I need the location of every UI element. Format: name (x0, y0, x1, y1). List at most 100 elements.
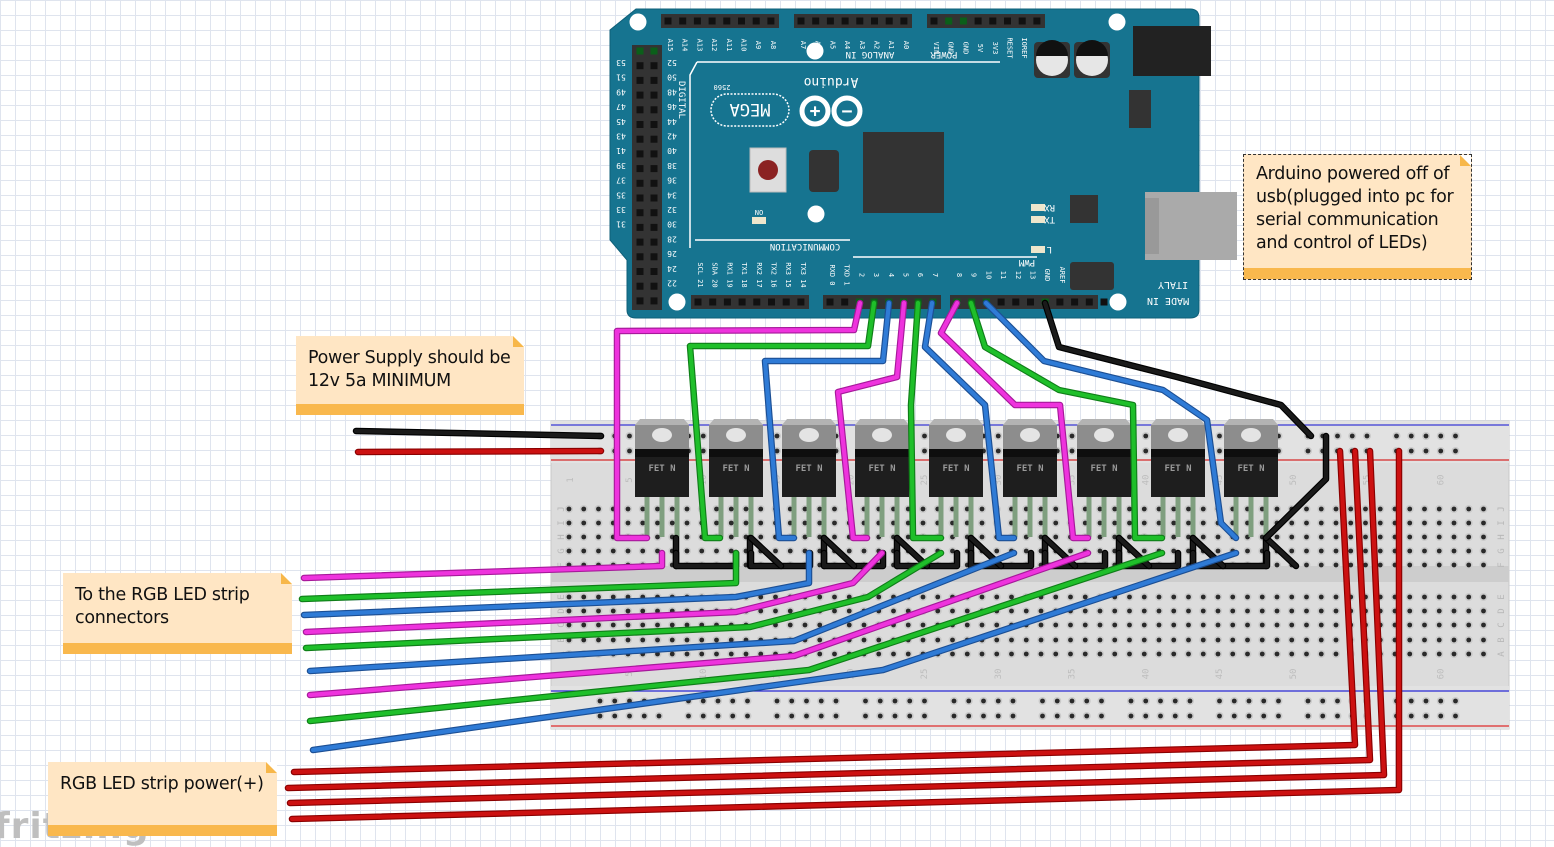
breadboard-hole[interactable] (730, 713, 736, 719)
breadboard-hole[interactable] (877, 713, 883, 719)
reset-button-cap[interactable] (758, 160, 778, 180)
breadboard-hole[interactable] (1215, 594, 1221, 600)
breadboard-hole[interactable] (655, 651, 660, 657)
breadboard-hole[interactable] (1438, 433, 1444, 439)
breadboard-hole[interactable] (818, 698, 824, 704)
breadboard-hole[interactable] (905, 520, 911, 526)
breadboard-hole[interactable] (1408, 713, 1414, 719)
breadboard-hole[interactable] (1304, 637, 1309, 643)
breadboard-hole[interactable] (1348, 520, 1354, 526)
breadboard-hole[interactable] (1436, 608, 1442, 614)
breadboard-hole[interactable] (640, 608, 646, 614)
breadboard-hole[interactable] (1304, 651, 1309, 657)
breadboard-hole[interactable] (1436, 594, 1442, 600)
breadboard-hole[interactable] (1099, 713, 1104, 719)
breadboard-hole[interactable] (935, 608, 941, 614)
breadboard-hole[interactable] (1407, 562, 1413, 568)
breadboard-hole[interactable] (1143, 713, 1149, 719)
breadboard-hole[interactable] (640, 506, 646, 512)
breadboard-hole[interactable] (1453, 448, 1458, 454)
breadboard-hole[interactable] (1230, 637, 1236, 643)
mosfet[interactable]: FET N (929, 419, 983, 537)
breadboard-hole[interactable] (1112, 608, 1118, 614)
breadboard-hole[interactable] (1053, 651, 1059, 657)
breadboard-hole[interactable] (979, 534, 985, 540)
breadboard-hole[interactable] (1422, 637, 1427, 643)
breadboard-hole[interactable] (1141, 594, 1147, 600)
breadboard-hole[interactable] (905, 534, 911, 540)
breadboard-hole[interactable] (1009, 651, 1014, 657)
breadboard-hole[interactable] (964, 651, 970, 657)
breadboard-hole[interactable] (1304, 608, 1309, 614)
breadboard-hole[interactable] (950, 548, 955, 554)
breadboard-hole[interactable] (1377, 548, 1383, 554)
strip-wire-8[interactable] (307, 550, 1165, 724)
breadboard-hole[interactable] (1274, 562, 1280, 568)
breadboard-hole[interactable] (920, 520, 926, 526)
breadboard-hole[interactable] (1097, 548, 1103, 554)
header-pin[interactable] (650, 209, 658, 217)
breadboard-hole[interactable] (1097, 637, 1103, 643)
breadboard-hole[interactable] (1171, 520, 1177, 526)
breadboard-hole[interactable] (832, 594, 837, 600)
breadboard-hole[interactable] (699, 548, 705, 554)
breadboard-hole[interactable] (581, 506, 587, 512)
header-pin[interactable] (636, 209, 644, 217)
breadboard-hole[interactable] (655, 622, 660, 628)
breadboard-hole[interactable] (596, 594, 601, 600)
breadboard-hole[interactable] (1097, 534, 1103, 540)
breadboard-hole[interactable] (1112, 520, 1118, 526)
breadboard-hole[interactable] (1438, 448, 1444, 454)
breadboard-hole[interactable] (846, 608, 852, 614)
breadboard-hole[interactable] (922, 448, 927, 454)
breadboard-hole[interactable] (1436, 548, 1442, 554)
breadboard-hole[interactable] (625, 520, 631, 526)
breadboard-hole[interactable] (1436, 520, 1442, 526)
breadboard-hole[interactable] (1318, 534, 1324, 540)
header-pin[interactable] (1033, 17, 1041, 25)
breadboard-hole[interactable] (1466, 506, 1472, 512)
header-pin[interactable] (650, 165, 658, 173)
breadboard-hole[interactable] (1127, 637, 1132, 643)
header-pin[interactable] (650, 150, 658, 158)
gate-wire-pin10[interactable] (983, 300, 1239, 541)
breadboard-hole[interactable] (817, 506, 823, 512)
breadboard-hole[interactable] (1364, 433, 1370, 439)
strip-power-wire-3[interactable] (287, 448, 1387, 806)
power-supply-ground-wire[interactable] (353, 428, 604, 439)
breadboard-hole[interactable] (1423, 713, 1429, 719)
breadboard-hole[interactable] (1040, 713, 1045, 719)
breadboard-hole[interactable] (1363, 534, 1368, 540)
breadboard-hole[interactable] (1171, 651, 1177, 657)
header-pin[interactable] (708, 17, 716, 25)
breadboard-hole[interactable] (1333, 651, 1339, 657)
breadboard-hole[interactable] (773, 608, 778, 614)
breadboard-hole[interactable] (684, 506, 690, 512)
arduino-ground-wire[interactable] (1042, 300, 1314, 439)
breadboard-hole[interactable] (1438, 713, 1444, 719)
breadboard-hole[interactable] (1084, 713, 1090, 719)
breadboard-hole[interactable] (684, 637, 690, 643)
breadboard-hole[interactable] (966, 698, 972, 704)
breadboard-hole[interactable] (1436, 637, 1442, 643)
breadboard-hole[interactable] (1245, 608, 1250, 614)
breadboard-hole[interactable] (1259, 520, 1265, 526)
breadboard-hole[interactable] (1141, 548, 1147, 554)
breadboard-hole[interactable] (1084, 698, 1090, 704)
breadboard-hole[interactable] (1069, 713, 1075, 719)
breadboard-hole[interactable] (1069, 448, 1075, 454)
breadboard-hole[interactable] (1068, 651, 1073, 657)
breadboard-hole[interactable] (1143, 698, 1149, 704)
breadboard-hole[interactable] (1349, 433, 1355, 439)
breadboard-hole[interactable] (1186, 548, 1191, 554)
breadboard-hole[interactable] (1112, 637, 1118, 643)
breadboard-hole[interactable] (1407, 594, 1413, 600)
breadboard-hole[interactable] (640, 520, 646, 526)
breadboard-hole[interactable] (981, 713, 986, 719)
breadboard-hole[interactable] (1156, 637, 1162, 643)
breadboard-hole[interactable] (876, 637, 882, 643)
header-pin[interactable] (997, 298, 1005, 306)
breadboard-hole[interactable] (1335, 698, 1340, 704)
breadboard-hole[interactable] (1436, 562, 1442, 568)
breadboard-hole[interactable] (994, 548, 1000, 554)
